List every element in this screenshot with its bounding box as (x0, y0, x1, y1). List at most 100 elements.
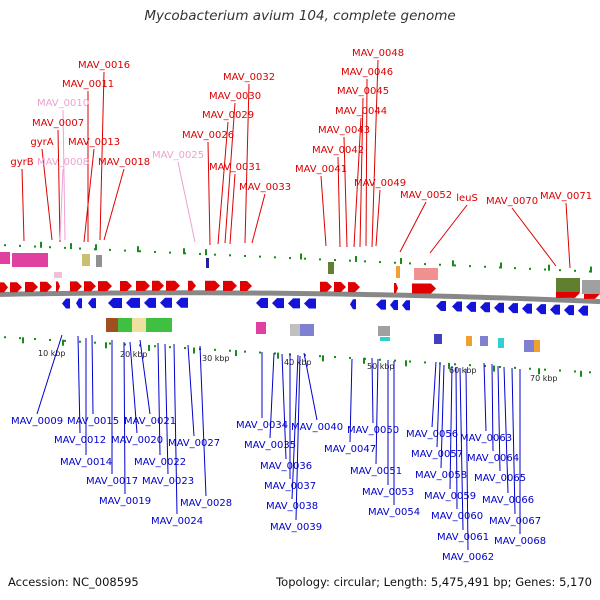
forward-leader-line (343, 136, 348, 248)
forward-scale-tick (137, 246, 139, 253)
reverse-gene-label: MAV_0022 (134, 457, 186, 468)
reverse-scale-dot (304, 354, 306, 357)
kbp-tick-label: 50 kbp (367, 362, 395, 371)
reverse-gene-label: MAV_0059 (424, 491, 476, 502)
reverse-gene-label: MAV_0063 (460, 433, 512, 444)
forward-gene-label: MAV_0043 (318, 125, 370, 136)
reverse-leader-line (36, 334, 63, 415)
forward-leader-line (217, 121, 229, 245)
reverse-gene-arrow (376, 299, 386, 310)
forward-gene-arrow (188, 280, 196, 291)
forward-leader-line (320, 175, 327, 247)
reverse-gene-arrow (272, 298, 284, 309)
reverse-scale-dot (94, 341, 96, 344)
reverse-gene-arrow (160, 297, 172, 308)
reverse-feature-block (434, 334, 442, 344)
forward-leader-line (251, 193, 266, 244)
forward-scale-dot (454, 264, 456, 267)
forward-scale-dot (544, 268, 546, 271)
forward-scale-dot (364, 260, 366, 263)
forward-gene-label: MAV_0071 (540, 191, 592, 202)
reverse-gene-label: MAV_0051 (350, 466, 402, 477)
forward-gene-label: MAV_0011 (62, 79, 114, 90)
forward-leader-line (359, 97, 364, 248)
forward-gene-arrow (84, 281, 96, 292)
forward-scale-dot (124, 249, 126, 252)
forward-leader-line (21, 168, 25, 242)
reverse-feature-block (480, 336, 488, 346)
reverse-leader-line (129, 341, 138, 434)
forward-gene-arrow (334, 281, 346, 292)
reverse-gene-arrow (288, 298, 300, 309)
reverse-gene-label: MAV_0038 (266, 501, 318, 512)
forward-leader-line (244, 83, 250, 244)
forward-gene-label: MAV_0007 (32, 118, 84, 129)
reverse-scale-tick (363, 357, 365, 364)
reverse-scale-dot (529, 367, 531, 370)
reverse-scale-dot (169, 346, 171, 349)
reverse-scale-dot (484, 365, 486, 368)
forward-gene-label: gyrB (10, 157, 33, 168)
forward-feature-block (12, 253, 48, 267)
reverse-scale-tick (448, 362, 450, 369)
reverse-scale-tick (62, 339, 64, 346)
reverse-gene-arrow (88, 298, 96, 309)
kbp-tick-label: 10 kbp (38, 349, 66, 358)
forward-leader-line (41, 148, 53, 241)
reverse-leader-line (459, 367, 464, 531)
reverse-gene-arrow (578, 305, 588, 316)
forward-leader-line (59, 168, 64, 241)
reverse-gene-arrow (402, 300, 410, 311)
forward-scale-dot (559, 269, 561, 272)
forward-leader-line (57, 129, 61, 243)
forward-gene-arrow (10, 282, 22, 293)
reverse-scale-dot (214, 348, 216, 351)
reverse-scale-tick (235, 350, 237, 357)
reverse-leader-line (291, 354, 299, 500)
reverse-scale-dot (379, 358, 381, 361)
reverse-gene-label: MAV_0020 (111, 435, 163, 446)
reverse-gene-label: MAV_0058 (415, 470, 467, 481)
forward-gene-arrow (152, 280, 164, 291)
reverse-gene-arrow (256, 298, 268, 309)
forward-gene-label: MAV_0044 (335, 106, 387, 117)
reverse-scale-dot (499, 365, 501, 368)
reverse-leader-line (431, 361, 437, 428)
forward-scale-tick (40, 241, 42, 248)
forward-feature-block (414, 268, 438, 280)
reverse-feature-block (534, 340, 540, 352)
reverse-scale-dot (259, 351, 261, 354)
forward-gene-arrow (25, 281, 38, 292)
forward-scale-dot (19, 244, 21, 247)
reverse-scale-tick (322, 355, 324, 362)
reverse-scale-dot (79, 340, 81, 343)
reverse-leader-line (187, 344, 195, 437)
forward-scale-dot (514, 267, 516, 270)
forward-gene-arrow (70, 281, 82, 292)
forward-leader-line (62, 109, 66, 241)
forward-gene-label: MAV_0048 (352, 48, 404, 59)
forward-scale-dot (529, 267, 531, 270)
forward-scale-dot (274, 256, 276, 259)
forward-gene-label: MAV_0049 (354, 178, 406, 189)
reverse-gene-label: MAV_0034 (236, 420, 288, 431)
forward-leader-line (429, 204, 468, 254)
forward-gene-arrow (320, 281, 332, 292)
reverse-scale-dot (4, 336, 6, 339)
genome-backbone (0, 290, 600, 305)
reverse-gene-label: MAV_0027 (168, 438, 220, 449)
reverse-gene-arrow (550, 304, 560, 315)
reverse-feature-block (146, 318, 160, 332)
forward-feature-block (54, 272, 62, 278)
reverse-leader-line (157, 342, 161, 456)
reverse-gene-arrow (480, 302, 490, 313)
forward-leader-line (224, 102, 236, 244)
reverse-gene-label: MAV_0050 (347, 425, 399, 436)
forward-leader-line (371, 59, 379, 248)
reverse-leader-line (303, 352, 318, 421)
reverse-gene-label: MAV_0064 (467, 453, 519, 464)
forward-gene-arrow (0, 282, 8, 293)
forward-scale-dot (379, 261, 381, 264)
forward-gene-label: MAV_0052 (400, 190, 452, 201)
